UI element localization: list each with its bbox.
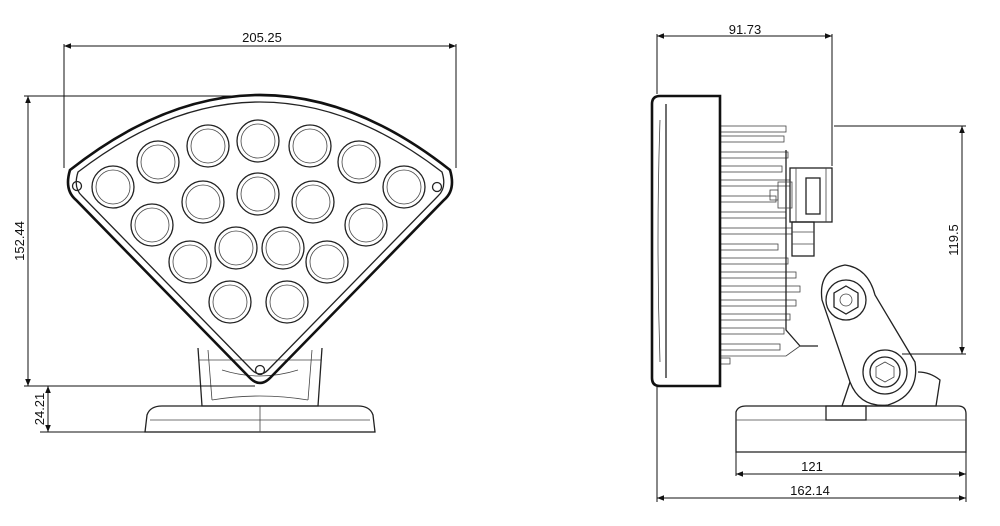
- heatsink-fin-7: [719, 211, 787, 219]
- heatsink-fin-8: [719, 227, 793, 235]
- led-lens-inner-10: [240, 176, 276, 212]
- side-view: [650, 94, 967, 453]
- front-stand: [197, 347, 323, 407]
- led-lens-2: [136, 140, 180, 184]
- led-lens-inner-1: [95, 169, 131, 205]
- led-lens-inner-16: [309, 244, 345, 280]
- led-lens-inner-5: [292, 128, 328, 164]
- heatsink-fin-16: [719, 343, 781, 351]
- front-dimension-width: 205.25: [63, 30, 457, 168]
- heatsink-fin-6: [719, 195, 777, 203]
- led-lens-6: [337, 140, 381, 184]
- led-lens-13: [168, 240, 212, 284]
- led-lenses: [91, 119, 426, 324]
- led-lens-inner-18: [269, 284, 305, 320]
- led-lens-10: [236, 172, 280, 216]
- side-driver-box: [769, 167, 833, 257]
- led-lens-15: [261, 226, 305, 270]
- led-lens-inner-14: [218, 230, 254, 266]
- front-width-label: 205.25: [242, 30, 282, 45]
- heatsink-fin-5: [719, 179, 791, 187]
- heatsink-fin-13: [719, 299, 797, 307]
- heatsink-fin-17: [719, 357, 731, 365]
- front-height-label: 152.44: [12, 221, 27, 261]
- side-dimension-total: 162.14: [656, 386, 966, 502]
- heatsink-fin-10: [719, 257, 789, 265]
- led-lens-inner-2: [140, 144, 176, 180]
- front-view: [66, 93, 454, 433]
- led-lens-9: [181, 180, 225, 224]
- led-lens-14: [214, 226, 258, 270]
- side-top-label: 91.73: [729, 22, 762, 37]
- heatsink-fin-1: [719, 125, 787, 133]
- led-lens-inner-3: [190, 128, 226, 164]
- heatsink-fin-9: [719, 243, 779, 251]
- side-dimension-height: 119.5: [834, 125, 966, 355]
- front-dimension-base: 24.21: [32, 386, 145, 433]
- led-lens-17: [208, 280, 252, 324]
- led-lens-18: [265, 280, 309, 324]
- heatsink-fin-12: [719, 285, 801, 293]
- side-base-label: 121: [801, 459, 823, 474]
- led-lens-inner-9: [185, 184, 221, 220]
- side-base: [735, 405, 967, 453]
- side-housing: [650, 94, 722, 388]
- heatsink-fin-3: [719, 151, 789, 159]
- led-lens-inner-8: [134, 207, 170, 243]
- front-base: [144, 405, 376, 433]
- led-lens-inner-15: [265, 230, 301, 266]
- led-lens-inner-7: [386, 169, 422, 205]
- led-lens-inner-13: [172, 244, 208, 280]
- front-housing: [66, 93, 454, 385]
- led-lens-3: [186, 124, 230, 168]
- led-lens-inner-12: [348, 207, 384, 243]
- front-screws: [71, 180, 443, 376]
- led-lens-5: [288, 124, 332, 168]
- led-lens-inner-17: [212, 284, 248, 320]
- led-lens-inner-6: [341, 144, 377, 180]
- heatsink-fin-4: [719, 165, 783, 173]
- front-dimension-height: 152.44: [12, 95, 255, 387]
- led-lens-1: [91, 165, 135, 209]
- side-height-label: 119.5: [946, 224, 961, 256]
- led-lens-inner-11: [295, 184, 331, 220]
- led-lens-4: [236, 119, 280, 163]
- front-base-label: 24.21: [32, 393, 47, 426]
- heatsink-fin-14: [719, 313, 791, 321]
- heatsink-fin-11: [719, 271, 797, 279]
- led-lens-16: [305, 240, 349, 284]
- led-lens-inner-4: [240, 123, 276, 159]
- side-bracket: [820, 264, 941, 407]
- led-lens-11: [291, 180, 335, 224]
- side-dimension-top: 91.73: [656, 22, 833, 166]
- side-heatsink-fins: [719, 125, 818, 365]
- heatsink-fin-2: [719, 135, 785, 143]
- heatsink-bottom-edge: [720, 345, 801, 357]
- heatsink-fin-15: [719, 327, 785, 335]
- side-dimension-base: 121: [735, 452, 967, 502]
- side-total-label: 162.14: [790, 483, 830, 498]
- led-lens-7: [382, 165, 426, 209]
- heatsink-backplate: [785, 150, 818, 347]
- led-lens-8: [130, 203, 174, 247]
- led-lens-12: [344, 203, 388, 247]
